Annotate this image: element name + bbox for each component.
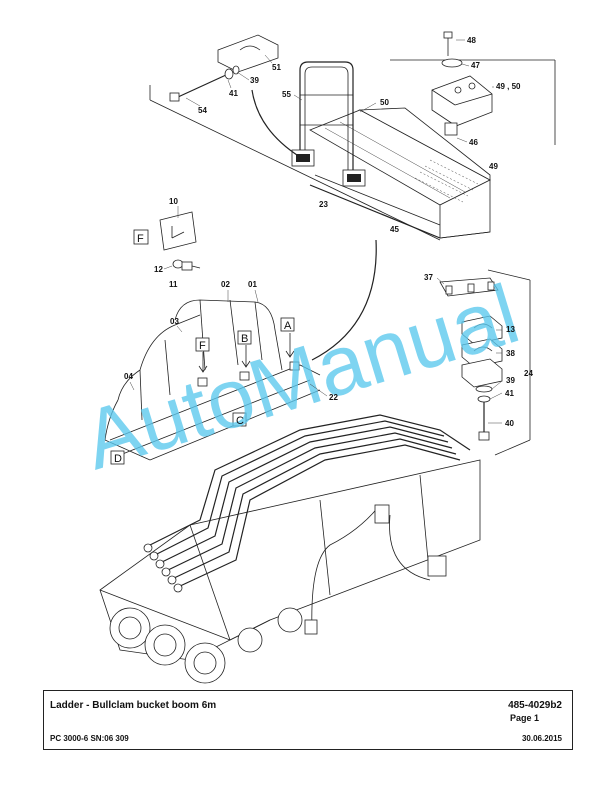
callout-01: 01: [248, 280, 257, 289]
view-marker-C: C: [236, 415, 244, 427]
parts-diagram: AutoManual 48 47 49 , 50 46 49 51 39 41 …: [73, 31, 556, 684]
document-title: Ladder - Bullclam bucket boom 6m: [50, 700, 217, 711]
view-marker-F-box: F: [137, 233, 144, 245]
callout-leaders: [129, 39, 503, 424]
callout-48: 48: [467, 36, 476, 45]
callout-labels: 48 47 49 , 50 46 49 51 39 41 54 55 50 23…: [114, 36, 533, 465]
machine-model: PC 3000-6 SN:06 309: [50, 734, 129, 743]
view-marker-D: D: [114, 453, 122, 465]
watermark-text: AutoManual: [73, 266, 529, 487]
callout-46: 46: [469, 138, 478, 147]
callout-50: 50: [380, 98, 389, 107]
document-date: 30.06.2015: [521, 734, 562, 743]
callout-03: 03: [170, 317, 179, 326]
callout-02: 02: [221, 280, 230, 289]
callout-40: 40: [505, 419, 514, 428]
callout-39b: 39: [506, 376, 515, 385]
callout-23: 23: [319, 200, 328, 209]
page-label: Page 1: [510, 713, 540, 723]
callout-47: 47: [471, 61, 480, 70]
document-number: 485-4029b2: [508, 700, 562, 711]
title-block: Ladder - Bullclam bucket boom 6m 485-402…: [43, 690, 573, 750]
callout-24: 24: [524, 369, 533, 378]
callout-38: 38: [506, 349, 515, 358]
callout-41b: 41: [505, 389, 514, 398]
callout-51: 51: [272, 63, 281, 72]
callout-37: 37: [424, 273, 433, 282]
boom-structure: [99, 414, 481, 684]
grating-pattern: [414, 159, 479, 203]
callout-54: 54: [198, 106, 207, 115]
view-marker-F: F: [199, 340, 206, 352]
callout-10: 10: [169, 197, 178, 206]
callout-49b: 49: [489, 162, 498, 171]
view-marker-B: B: [241, 333, 248, 345]
callout-13: 13: [506, 325, 515, 334]
platform-assembly: [149, 31, 556, 241]
plate-assembly: [133, 211, 201, 271]
callout-39a: 39: [250, 76, 259, 85]
callout-49-50: 49 , 50: [496, 82, 521, 91]
callout-55: 55: [282, 90, 291, 99]
callout-41a: 41: [229, 89, 238, 98]
callout-45: 45: [390, 225, 399, 234]
view-marker-A: A: [284, 320, 292, 332]
ladder-assembly: [104, 299, 321, 461]
callout-12: 12: [154, 265, 163, 274]
clamp-stack-assembly: [439, 269, 531, 456]
callout-11: 11: [169, 280, 178, 289]
callout-22: 22: [329, 393, 338, 402]
callout-04: 04: [124, 372, 133, 381]
